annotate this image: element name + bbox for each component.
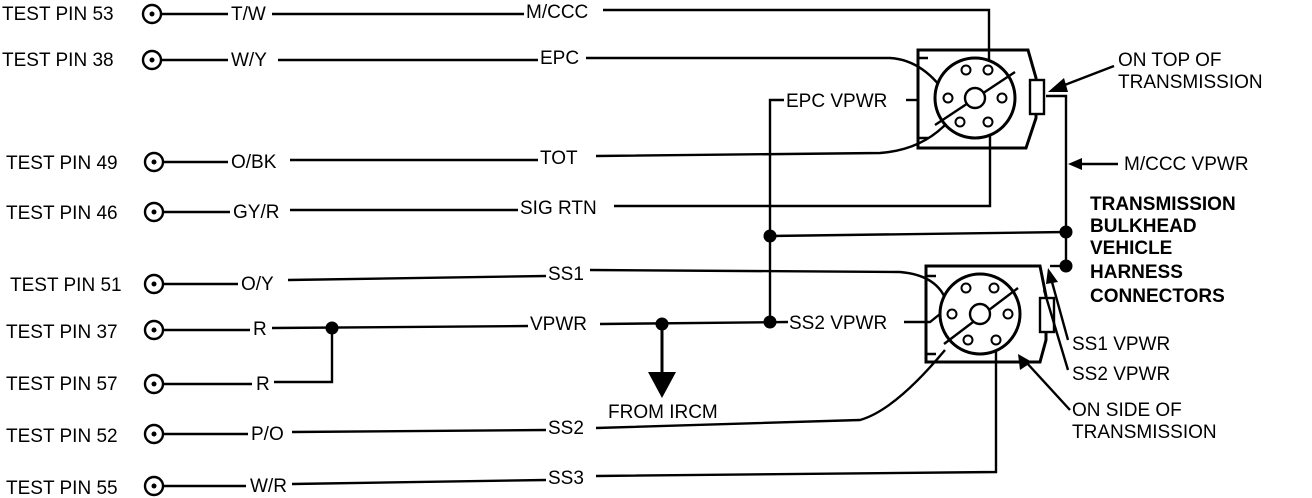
on-side-label-line2: TRANSMISSION bbox=[1072, 422, 1217, 443]
test-pin-label: TEST PIN 49 bbox=[6, 153, 118, 174]
test-pin-label: TEST PIN 51 bbox=[10, 275, 122, 296]
circuit-label: SS1 bbox=[548, 264, 584, 285]
arrow-up-icon bbox=[1018, 354, 1032, 370]
on-top-label-line2: TRANSMISSION bbox=[1118, 72, 1263, 93]
test-pin-label: TEST PIN 57 bbox=[6, 374, 118, 395]
bulkhead-label-line1: TRANSMISSION bbox=[1090, 194, 1236, 215]
epc-vpwr-label: EPC VPWR bbox=[786, 91, 887, 112]
wire-color-label: P/O bbox=[251, 424, 284, 445]
from-ircm-label: FROM IRCM bbox=[608, 402, 718, 423]
arrow-up-icon bbox=[1046, 268, 1058, 284]
bulkhead-label-line4: HARNESS bbox=[1090, 262, 1183, 283]
ss2-vpwr-label: SS2 VPWR bbox=[789, 313, 887, 334]
bulkhead-label-line5: CONNECTORS bbox=[1090, 286, 1225, 307]
wire-color-label: T/W bbox=[231, 4, 266, 25]
wire-color-label: W/R bbox=[250, 476, 287, 497]
on-side-label-line1: ON SIDE OF bbox=[1072, 400, 1182, 421]
circuit-label: TOT bbox=[540, 148, 578, 169]
wire-color-label: R bbox=[256, 374, 270, 395]
wire-color-label: R bbox=[253, 319, 267, 340]
test-pin-46-row: TEST PIN 46 GY/R SIG RTN bbox=[6, 130, 992, 224]
test-pin-49-row: TEST PIN 49 O/BK TOT bbox=[6, 124, 946, 174]
test-pin-52-row: TEST PIN 52 P/O SS2 bbox=[6, 349, 946, 447]
test-pin-label: TEST PIN 52 bbox=[6, 426, 118, 447]
test-pin-53-row: TEST PIN 53 T/W M/CCC bbox=[2, 2, 991, 62]
circuit-label: SIG RTN bbox=[520, 198, 597, 219]
circuit-label: EPC bbox=[540, 48, 579, 69]
wire-color-label: GY/R bbox=[233, 202, 279, 223]
side-connector bbox=[924, 264, 1056, 364]
test-pin-51-row: TEST PIN 51 O/Y SS1 bbox=[10, 264, 947, 299]
bulkhead-label-line3: VEHICLE bbox=[1090, 238, 1172, 259]
test-pin-55-row: TEST PIN 55 W/R SS3 bbox=[6, 352, 998, 498]
wire-color-label: O/BK bbox=[231, 152, 277, 173]
right-annotations: ON TOP OF TRANSMISSION M/CCC VPWR TRANSM… bbox=[1018, 50, 1263, 443]
circuit-label: SS2 bbox=[548, 418, 584, 439]
test-pin-57-row: TEST PIN 57 R bbox=[6, 328, 334, 395]
test-pin-label: TEST PIN 55 bbox=[6, 478, 118, 498]
arrow-left-icon bbox=[1048, 78, 1068, 92]
test-pin-label: TEST PIN 37 bbox=[6, 322, 118, 343]
test-pin-label: TEST PIN 38 bbox=[2, 50, 114, 71]
vpwr-network: EPC VPWR FROM IRCM bbox=[325, 91, 1073, 423]
arrow-left-icon bbox=[1068, 158, 1082, 170]
test-pin-37-row: TEST PIN 37 R VPWR SS2 VPWR bbox=[6, 313, 941, 343]
wire-color-label: W/Y bbox=[231, 50, 267, 71]
arrow-down-icon bbox=[648, 372, 676, 398]
ss1-vpwr-right-label: SS1 VPWR bbox=[1072, 334, 1170, 355]
circuit-label: VPWR bbox=[530, 314, 587, 335]
test-pin-label: TEST PIN 53 bbox=[2, 4, 114, 25]
test-pin-label: TEST PIN 46 bbox=[6, 203, 118, 224]
on-top-label-line1: ON TOP OF bbox=[1118, 50, 1221, 71]
bulkhead-label-line2: BULKHEAD bbox=[1090, 216, 1197, 237]
ss2-vpwr-right-label: SS2 VPWR bbox=[1072, 364, 1170, 385]
wire-color-label: O/Y bbox=[241, 274, 274, 295]
splice-dot bbox=[325, 321, 339, 335]
mccc-vpwr-label: M/CCC VPWR bbox=[1124, 154, 1249, 175]
circuit-label: SS3 bbox=[548, 468, 584, 489]
top-connector bbox=[916, 48, 1046, 150]
circuit-label: M/CCC bbox=[526, 2, 588, 23]
